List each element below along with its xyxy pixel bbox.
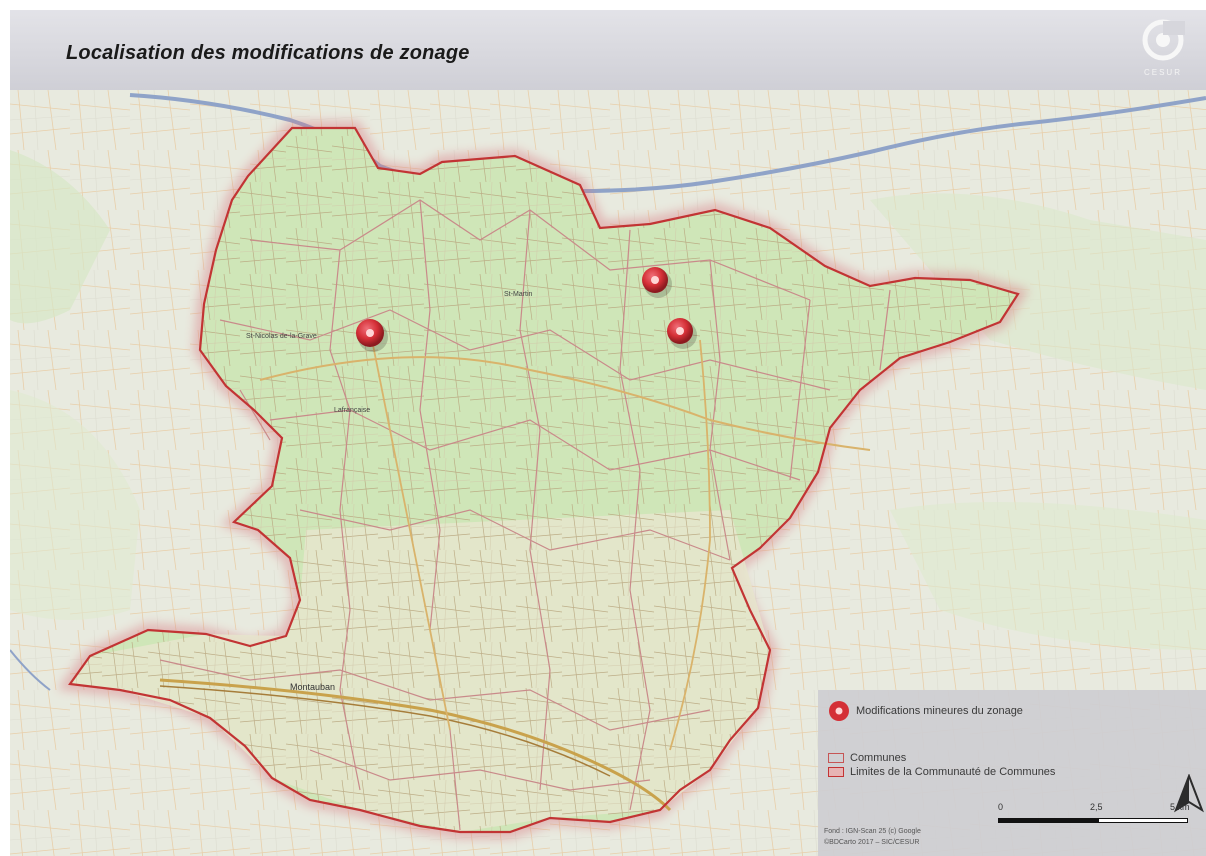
legend-marker-label: Modifications mineures du zonage <box>856 705 1023 717</box>
town-label-st-martin: St-Martin <box>504 291 533 298</box>
commune-borders <box>159 199 891 831</box>
source-line-2: ©BDCarto 2017 – SIC/CESUR <box>824 839 920 846</box>
logo-text: CESUR <box>1143 68 1182 77</box>
scale-bar: 0 2,5 5 km <box>998 802 1198 842</box>
marker-icon <box>829 701 849 721</box>
limits-swatch <box>828 767 844 777</box>
map-title: Localisation des modifications de zonage <box>66 42 470 64</box>
logo-icon <box>1142 19 1185 61</box>
organization-logo: CESUR <box>1138 16 1188 78</box>
scale-tick-end: 5 km <box>1170 802 1190 812</box>
legend-communes-label: Communes <box>850 752 907 764</box>
main-roads <box>159 329 871 812</box>
map-source: Fond : IGN-Scan 25 (c) Google ©BDCarto 2… <box>824 826 921 848</box>
source-line-1: Fond : IGN-Scan 25 (c) Google <box>824 828 921 835</box>
community-boundary <box>68 126 1020 834</box>
map-legend: Modifications mineures du zonage Commune… <box>818 690 1206 856</box>
legend-row-limits: Limites de la Communauté de Communes <box>828 766 1055 778</box>
town-label-st-nicolas: St-Nicolas de-la-Grave <box>246 333 317 340</box>
town-label-lafrancaise: Lafrançaise <box>334 407 370 414</box>
scale-segment-dark <box>998 818 1098 823</box>
zoning-change-marker-2[interactable] <box>642 267 672 298</box>
north-arrow-icon <box>1172 773 1206 814</box>
map-svg: Montauban St-Nicolas de-la-Grave St-Mart… <box>10 90 1206 856</box>
zoning-change-marker-1[interactable] <box>356 319 388 352</box>
town-label-montauban: Montauban <box>290 682 335 692</box>
scale-tick-mid: 2,5 <box>1090 802 1103 812</box>
legend-row-communes: Communes <box>828 752 906 764</box>
communes-swatch <box>828 753 844 763</box>
scale-tick-0: 0 <box>998 802 1004 812</box>
legend-limits-label: Limites de la Communauté de Communes <box>850 766 1056 778</box>
legend-row-marker: Modifications mineures du zonage <box>828 700 1023 722</box>
scale-segment-light <box>1098 818 1188 823</box>
zoning-change-marker-3[interactable] <box>667 318 697 349</box>
map-canvas[interactable]: Montauban St-Nicolas de-la-Grave St-Mart… <box>10 90 1206 856</box>
map-header: Localisation des modifications de zonage… <box>10 10 1206 90</box>
